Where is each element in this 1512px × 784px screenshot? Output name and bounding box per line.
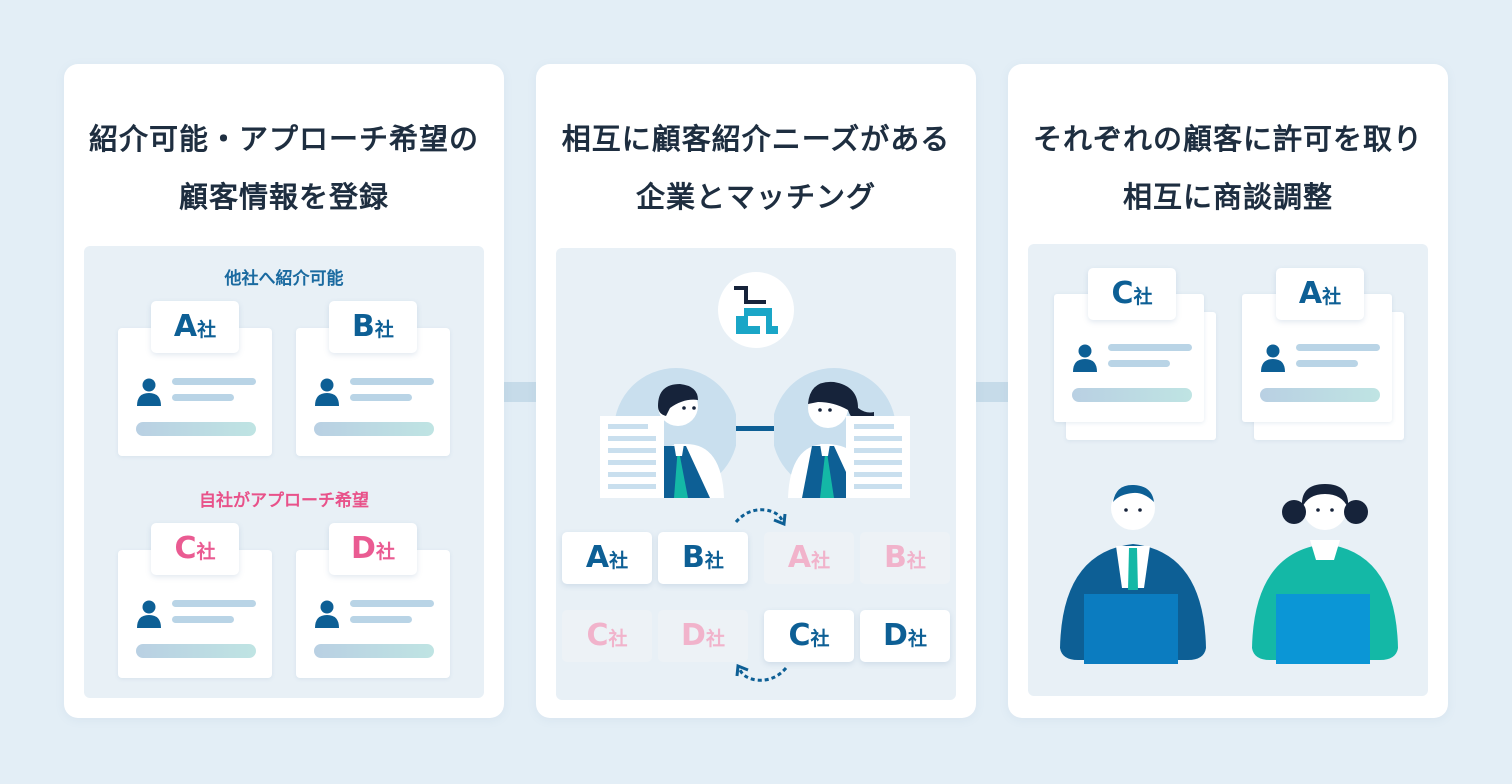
- company-tile-c: C社: [764, 610, 854, 662]
- person-icon: [1073, 344, 1097, 372]
- info-bar: [136, 422, 256, 436]
- company-tile-c-faint: C社: [562, 610, 652, 662]
- title-line-1: 紹介可能・アプローチ希望の: [88, 122, 479, 156]
- panel-title: それぞれの顧客に許可を取り 相互に商談調整: [1008, 110, 1448, 226]
- businessman-laptop-icon: [1060, 484, 1206, 664]
- company-tile-b: B社: [658, 532, 748, 584]
- info-bar: [1072, 388, 1192, 402]
- info-line: [350, 600, 434, 607]
- curved-arrow-right-icon: [734, 508, 787, 527]
- person-icon: [137, 600, 161, 628]
- info-line: [1296, 344, 1380, 351]
- panel-title: 紹介可能・アプローチ希望の 顧客情報を登録: [64, 110, 504, 226]
- info-line: [172, 600, 256, 607]
- connector-2-3: [976, 382, 1008, 402]
- title-line-2: 相互に商談調整: [1122, 180, 1333, 214]
- negotiation-area: C社 A社: [1028, 244, 1428, 696]
- company-doc-a: A社: [1242, 268, 1392, 422]
- company-tile-d: D社: [860, 610, 950, 662]
- company-tile-d-faint: D社: [658, 610, 748, 662]
- title-line-1: 相互に顧客紹介ニーズがある: [561, 122, 951, 156]
- title-line-2: 企業とマッチング: [635, 180, 876, 214]
- company-tile-a: A社: [562, 532, 652, 584]
- businesswoman-avatar-icon: [774, 368, 910, 498]
- curved-arrow-left-icon: [735, 663, 788, 682]
- title-line-1: それぞれの顧客に許可を取り: [1032, 122, 1423, 156]
- person-icon: [137, 378, 161, 406]
- match-line: [726, 426, 792, 431]
- panel-negotiation: それぞれの顧客に許可を取り 相互に商談調整 C社 A社: [1008, 64, 1448, 718]
- info-line: [350, 616, 412, 623]
- panel-title: 相互に顧客紹介ニーズがある 企業とマッチング: [536, 110, 976, 226]
- company-card-c: C社: [118, 523, 272, 678]
- company-tag: C社: [151, 523, 239, 575]
- panel-matching: 相互に顧客紹介ニーズがある 企業とマッチング: [536, 64, 976, 718]
- company-tile-b-faint: B社: [860, 532, 950, 584]
- panel-register: 紹介可能・アプローチ希望の 顧客情報を登録 他社へ紹介可能 A社 B社 自社がア…: [64, 64, 504, 718]
- person-icon: [315, 600, 339, 628]
- info-line: [350, 378, 434, 385]
- matching-area: A社 B社 A社 B社 C社 D社 C社 D社: [556, 248, 956, 700]
- company-tag: C社: [1088, 268, 1176, 320]
- info-line: [172, 378, 256, 385]
- company-tile-a-faint: A社: [764, 532, 854, 584]
- company-doc-c: C社: [1054, 268, 1204, 422]
- company-card-d: D社: [296, 523, 450, 678]
- info-line: [172, 616, 234, 623]
- customer-registry-area: 他社へ紹介可能 A社 B社 自社がアプローチ希望 C社 D社: [84, 246, 484, 698]
- company-tag: A社: [151, 301, 239, 353]
- company-tag: D社: [329, 523, 417, 575]
- company-tag: B社: [329, 301, 417, 353]
- info-bar: [1260, 388, 1380, 402]
- service-logo-icon: [718, 272, 794, 348]
- info-bar: [136, 644, 256, 658]
- businesswoman-laptop-icon: [1252, 484, 1398, 664]
- person-icon: [1261, 344, 1285, 372]
- businessman-avatar-icon: [600, 368, 736, 498]
- info-line: [1108, 344, 1192, 351]
- info-bar: [314, 644, 434, 658]
- section-label-referable: 他社へ紹介可能: [224, 269, 344, 289]
- info-line: [1296, 360, 1358, 367]
- connector-1-2: [504, 382, 536, 402]
- title-line-2: 顧客情報を登録: [178, 180, 389, 214]
- company-card-a: A社: [118, 301, 272, 456]
- info-line: [350, 394, 412, 401]
- info-line: [1108, 360, 1170, 367]
- person-icon: [315, 378, 339, 406]
- company-tag: A社: [1276, 268, 1364, 320]
- info-line: [172, 394, 234, 401]
- info-bar: [314, 422, 434, 436]
- section-label-approach: 自社がアプローチ希望: [199, 491, 369, 511]
- company-card-b: B社: [296, 301, 450, 456]
